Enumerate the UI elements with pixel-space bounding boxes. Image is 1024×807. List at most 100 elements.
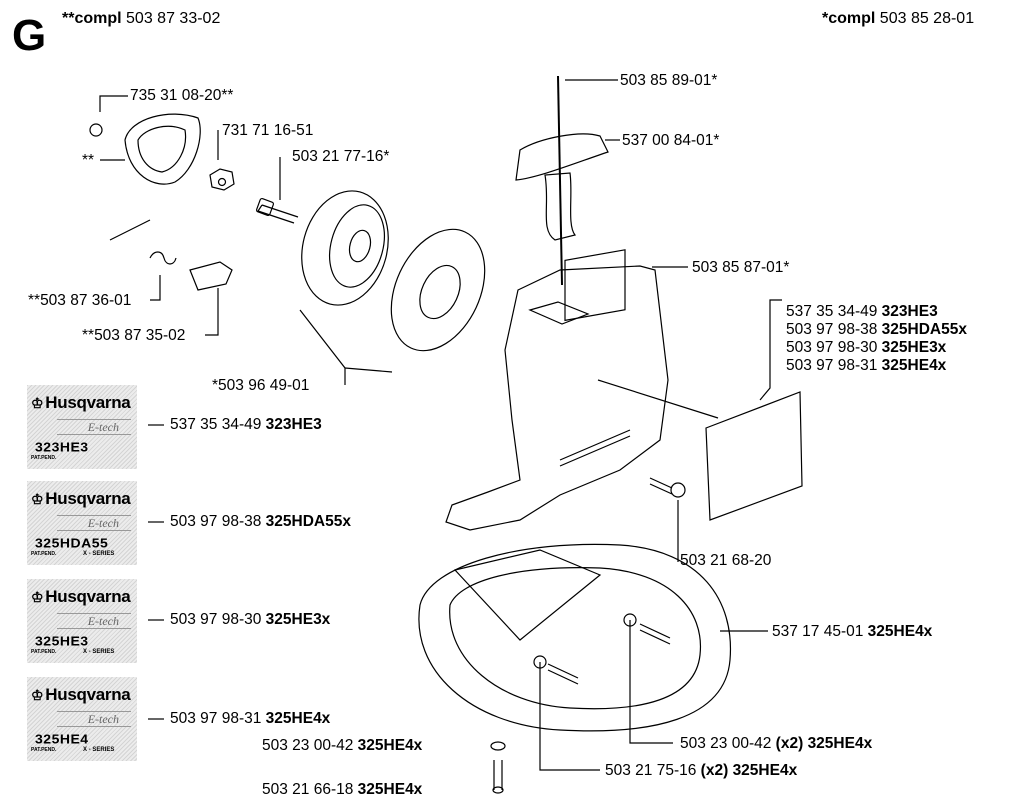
decal-series: X - SERIES [83, 551, 115, 557]
decal-list-model: 323HE3 [881, 303, 938, 320]
leader-spring [109, 219, 151, 241]
decal-label-num: 503 97 98-31 [170, 710, 262, 727]
label-503-23-00-42-x2-model: 325HE4x [807, 735, 873, 752]
leader-503-87-36 [150, 275, 161, 301]
leader-bracket [759, 299, 782, 401]
label-503-23-00-42-x2: 503 23 00-42 (x2) 325HE4x [680, 735, 872, 753]
decal-model: 325HE3 [35, 633, 89, 649]
decal-list-num: 503 97 98-31 [786, 357, 878, 374]
shape-spring [149, 251, 177, 265]
decal-list-model: 325HDA55x [881, 321, 967, 338]
decal-325he4x: ♔Husqvarna E-tech 325HE4 X - SERIES PAT.… [27, 677, 137, 761]
decal-list-model: 325HE4x [881, 357, 947, 374]
decal-label-num: 537 35 34-49 [170, 416, 262, 433]
decal-model: 325HE4 [35, 731, 89, 747]
decal-label-model: 323HE3 [265, 416, 322, 433]
shape-washer-bottom [490, 741, 506, 751]
decal-list-item-4: 503 97 98-31 325HE4x [786, 357, 946, 375]
decal-brand: ♔Husqvarna [31, 393, 131, 412]
husqvarna-crown-icon: ♔ [31, 589, 44, 605]
label-503-21-68-20: 503 21 68-20 [680, 552, 772, 569]
label-537-00-84-01: 537 00 84-01* [622, 132, 720, 149]
label-503-87-35-02: **503 87 35-02 [82, 327, 186, 344]
header-left: **compl 503 87 33-02 [62, 10, 220, 28]
leader-503-96-49-a [299, 309, 346, 385]
decal-etech: E-tech [87, 712, 119, 726]
leader-503-23-00-x2 [629, 620, 673, 744]
shape-bolt-side [649, 477, 673, 495]
shape-screw-bottom [493, 760, 503, 790]
leader-735 [99, 95, 128, 112]
shape-washer-b [623, 613, 637, 627]
label-537-17-45-01-num: 537 17 45-01 [772, 623, 864, 640]
decal-series: X - SERIES [83, 649, 115, 655]
decal-pat: PAT.PEND. [31, 747, 57, 753]
decal-series: X - SERIES [83, 747, 115, 753]
label-503-21-66-18: 503 21 66-18 325HE4x [262, 781, 422, 799]
decal-brand: ♔Husqvarna [31, 489, 131, 508]
leader-503-21-75 [539, 662, 600, 771]
shape-recoil-spring [390, 228, 486, 352]
header-right-prefix: *compl [822, 10, 876, 27]
decal-brand: ♔Husqvarna [31, 685, 131, 704]
decal-model: 323HE3 [35, 439, 89, 455]
label-537-17-45-01-model: 325HE4x [867, 623, 933, 640]
shape-cover [124, 113, 201, 185]
shape-screw-b [639, 623, 671, 645]
label-503-21-66-18-model: 325HE4x [357, 781, 423, 798]
husqvarna-crown-icon: ♔ [31, 395, 44, 411]
label-double-star: ** [82, 152, 95, 169]
decal-pat: PAT.PEND. [31, 455, 57, 461]
shape-pawl [189, 261, 233, 291]
decal-list-num: 503 97 98-38 [786, 321, 878, 338]
shape-label-plate [705, 391, 803, 521]
decal-list-item-1: 537 35 34-49 323HE3 [786, 303, 938, 321]
section-letter: G [12, 11, 47, 60]
decal-label-model: 325HE3x [265, 611, 331, 628]
label-503-87-36-01: **503 87 36-01 [28, 292, 132, 309]
header-right: *compl 503 85 28-01 [822, 10, 974, 28]
label-503-85-87-01: 503 85 87-01* [692, 259, 790, 276]
decal-label-4: 503 97 98-31 325HE4x [170, 710, 330, 728]
decal-list-num: 537 35 34-49 [786, 303, 878, 320]
label-503-23-00-42-num: 503 23 00-42 [262, 737, 354, 754]
label-503-21-75-16: 503 21 75-16 (x2) 325HE4x [605, 762, 797, 780]
label-503-23-00-42-x2-qty: (x2) [775, 735, 804, 752]
label-731-71-16-51: 731 71 16-51 [222, 122, 314, 139]
decal-brand: ♔Husqvarna [31, 587, 131, 606]
leader-503-87-35 [205, 288, 219, 336]
decal-etech: E-tech [87, 614, 119, 628]
shape-washer-a [533, 655, 547, 669]
decal-list-num: 503 97 98-30 [786, 339, 878, 356]
header-left-number: 503 87 33-02 [126, 10, 221, 27]
label-503-21-75-16-qty: (x2) [700, 762, 729, 779]
shape-rope [557, 75, 563, 286]
shape-screw-a [547, 663, 579, 685]
husqvarna-crown-icon: ♔ [31, 491, 44, 507]
label-503-23-00-42-model: 325HE4x [357, 737, 423, 754]
decal-list-item-3: 503 97 98-30 325HE3x [786, 339, 946, 357]
shape-bolt-top [257, 204, 299, 224]
decal-pat: PAT.PEND. [31, 649, 57, 655]
decal-323he3: ♔Husqvarna E-tech 323HE3 PAT.PEND. [27, 385, 137, 469]
decal-etech: E-tech [87, 420, 119, 434]
decal-model: 325HDA55 [35, 535, 109, 551]
header-right-number: 503 85 28-01 [879, 10, 975, 27]
decal-list-model: 325HE3x [881, 339, 947, 356]
label-503-23-00-42-x2-num: 503 23 00-42 [680, 735, 772, 752]
label-537-17-45-01: 537 17 45-01 325HE4x [772, 623, 932, 641]
shape-clip [89, 123, 103, 137]
decal-label-model: 325HE4x [265, 710, 331, 727]
shape-pulley [301, 190, 389, 306]
decal-label-num: 503 97 98-30 [170, 611, 262, 628]
header-left-prefix: **compl [62, 10, 122, 27]
decal-label-num: 503 97 98-38 [170, 513, 262, 530]
decal-label-model: 325HDA55x [265, 513, 351, 530]
decal-label-1: 537 35 34-49 323HE3 [170, 416, 322, 434]
decal-label-3: 503 97 98-30 325HE3x [170, 611, 330, 629]
decal-325he3x: ♔Husqvarna E-tech 325HE3 X - SERIES PAT.… [27, 579, 137, 663]
decal-pat: PAT.PEND. [31, 551, 57, 557]
decal-list-item-2: 503 97 98-38 325HDA55x [786, 321, 967, 339]
decal-325hda55x: ♔Husqvarna E-tech 325HDA55 X - SERIES PA… [27, 481, 137, 565]
